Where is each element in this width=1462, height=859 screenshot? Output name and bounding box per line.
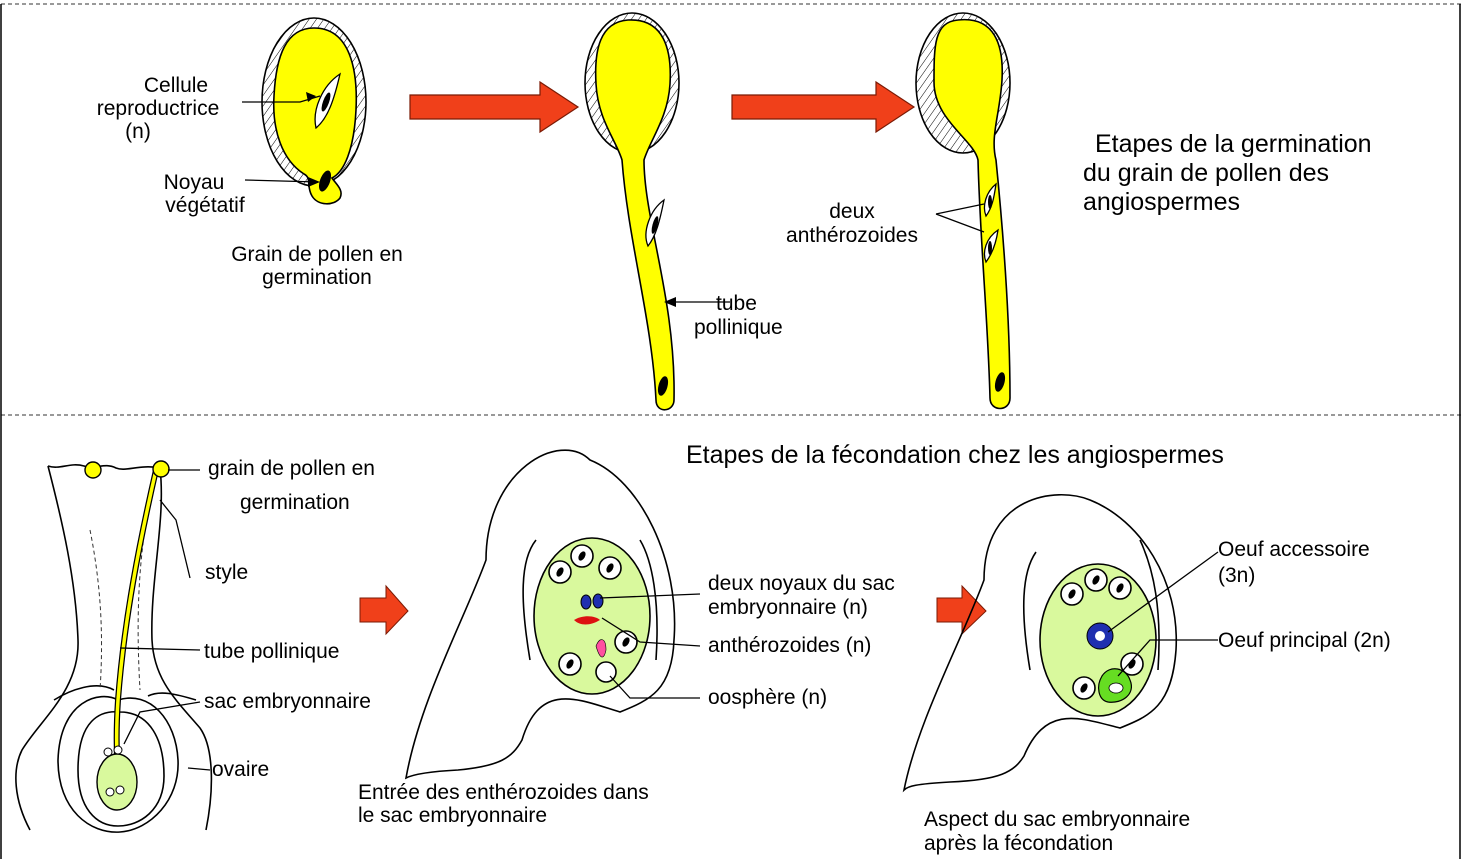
polar-nuclei-label-1: deux noyaux du sac [708, 572, 895, 595]
reproductive-cell-label-1: Cellule [144, 74, 208, 97]
entry-caption-1: Entrée des enthérozoides dans [358, 781, 649, 804]
pistil-ovary-label: ovaire [212, 758, 269, 781]
reproductive-cell-label-2: reproductrice [97, 97, 220, 120]
ovule-entry [406, 450, 675, 778]
ovule-after [904, 495, 1176, 790]
pistil-tube-label: tube pollinique [204, 640, 339, 663]
antherozoids-label-2: anthérozoides [786, 224, 918, 247]
tube-label-1: tube [716, 292, 757, 315]
accessory-egg-label-1: Oeuf accessoire [1218, 538, 1370, 561]
germination-panel: Cellule reproductrice (n) Noyau végétati… [97, 13, 1372, 410]
entry-caption-2: le sac embryonnaire [358, 804, 547, 827]
accessory-egg-label-2: (3n) [1218, 564, 1255, 587]
germination-title-3: angiospermes [1083, 188, 1240, 216]
germination-title-2: du grain de pollen des [1083, 159, 1329, 187]
pistil-pollen-label-1: grain de pollen en [208, 457, 375, 480]
tube-label-2: pollinique [694, 316, 783, 339]
pistil-pollen-label-2: germination [240, 491, 350, 514]
germination-title-1: Etapes de la germination [1095, 130, 1372, 158]
principal-egg-label: Oeuf principal (2n) [1218, 629, 1391, 652]
pistil-style-label: style [205, 561, 248, 584]
oosphere-label: oosphère (n) [708, 686, 827, 709]
reproductive-cell-label-3: (n) [125, 120, 151, 143]
fecondation-title: Etapes de la fécondation chez les angios… [686, 441, 1224, 469]
step-arrow-2 [732, 82, 914, 132]
fecondation-panel: Etapes de la fécondation chez les angios… [16, 441, 1391, 855]
after-caption-1: Aspect du sac embryonnaire [924, 808, 1190, 831]
antherozoids-n-label: anthérozoides (n) [708, 634, 871, 657]
grain-caption-1: Grain de pollen en [231, 243, 403, 266]
after-caption-2: après la fécondation [924, 832, 1113, 855]
pollen-tube-growth [585, 13, 679, 410]
grain-caption-2: germination [262, 266, 372, 289]
polar-nucleus-2 [593, 594, 603, 608]
pistil-embryo-sac [97, 754, 137, 810]
pistil-sac-label: sac embryonnaire [204, 690, 371, 713]
polar-nuclei-label-2: embryonnaire (n) [708, 596, 868, 619]
vegetative-nucleus-label-1: Noyau [164, 171, 225, 194]
polar-nucleus-1 [581, 595, 591, 609]
antherozoids-label-1: deux [829, 200, 875, 223]
pollen-tube-antherozoids [916, 13, 1010, 409]
pollen-grain-germinating [262, 18, 366, 204]
pistil [16, 461, 212, 832]
step-arrow-1 [410, 82, 578, 132]
vegetative-nucleus-label-2: végétatif [165, 194, 245, 217]
step-arrow-3 [360, 586, 408, 634]
